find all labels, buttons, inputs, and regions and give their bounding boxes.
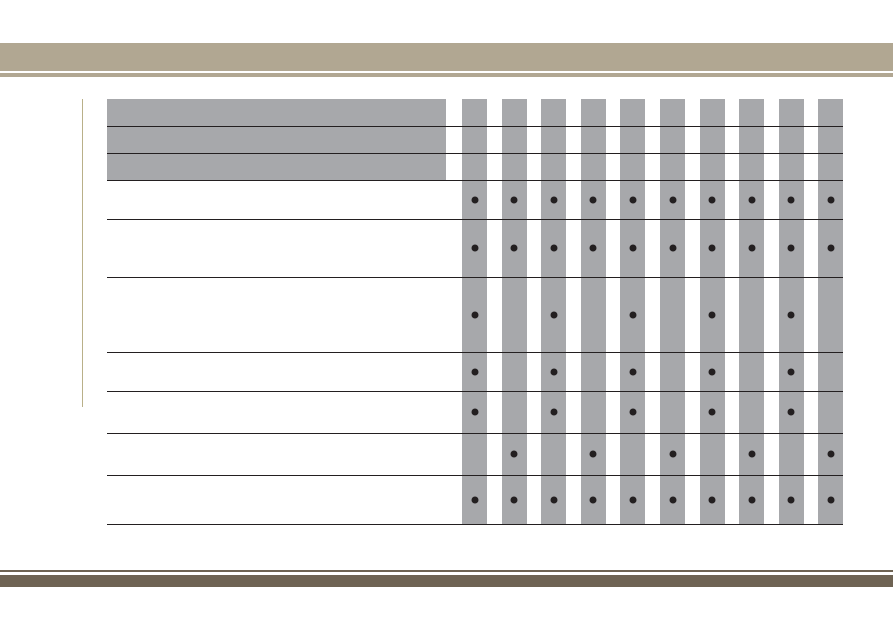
filled-dot-icon	[550, 368, 558, 375]
filled-dot-icon	[629, 408, 637, 416]
header-underline	[0, 73, 893, 77]
filled-dot-icon	[629, 368, 637, 375]
filled-dot-icon	[827, 196, 835, 203]
filled-dot-icon	[629, 496, 637, 503]
table-rule	[107, 433, 843, 434]
header-cell-1	[107, 99, 446, 126]
filled-dot-icon	[708, 408, 716, 416]
filled-dot-icon	[510, 450, 518, 458]
table-rule	[107, 180, 843, 181]
filled-dot-icon	[787, 196, 795, 203]
column-stripe-4	[580, 99, 606, 524]
filled-dot-icon	[708, 244, 716, 252]
filled-dot-icon	[748, 244, 756, 252]
filled-dot-icon	[550, 408, 558, 416]
filled-dot-icon	[787, 368, 795, 375]
filled-dot-icon	[589, 196, 597, 203]
filled-dot-icon	[510, 244, 518, 252]
filled-dot-icon	[787, 496, 795, 503]
filled-dot-icon	[669, 496, 676, 503]
filled-dot-icon	[471, 196, 478, 203]
filled-dot-icon	[827, 450, 835, 458]
filled-dot-icon	[827, 244, 835, 252]
filled-dot-icon	[589, 450, 597, 458]
filled-dot-icon	[787, 408, 795, 416]
filled-dot-icon	[708, 196, 716, 203]
filled-dot-icon	[550, 311, 558, 318]
filled-dot-icon	[629, 196, 637, 203]
table-rule	[107, 352, 843, 353]
margin-rule	[82, 99, 83, 407]
filled-dot-icon	[629, 244, 637, 252]
filled-dot-icon	[669, 450, 676, 458]
filled-dot-icon	[510, 496, 518, 503]
filled-dot-icon	[827, 496, 835, 503]
filled-dot-icon	[589, 496, 597, 503]
filled-dot-icon	[550, 496, 558, 503]
filled-dot-icon	[748, 196, 756, 203]
filled-dot-icon	[748, 496, 756, 503]
filled-dot-icon	[629, 311, 637, 318]
table-rule	[107, 277, 843, 278]
filled-dot-icon	[471, 244, 478, 252]
header-band	[0, 43, 893, 71]
footer-band	[0, 575, 893, 587]
filled-dot-icon	[748, 450, 756, 458]
filled-dot-icon	[471, 311, 478, 318]
header-cell-2	[107, 127, 446, 153]
column-stripe-10	[818, 99, 844, 524]
filled-dot-icon	[787, 311, 795, 318]
filled-dot-icon	[669, 196, 676, 203]
table-rule	[107, 126, 843, 127]
filled-dot-icon	[787, 244, 795, 252]
filled-dot-icon	[510, 196, 518, 203]
column-stripe-6	[660, 99, 685, 524]
table-rule	[107, 475, 843, 476]
column-stripe-8	[739, 99, 765, 524]
filled-dot-icon	[471, 368, 478, 375]
filled-dot-icon	[471, 496, 478, 503]
table-rule	[107, 391, 843, 392]
filled-dot-icon	[708, 496, 716, 503]
footer-line	[0, 570, 893, 572]
filled-dot-icon	[669, 244, 676, 252]
table-rule	[107, 524, 843, 525]
table-rule	[107, 219, 843, 220]
filled-dot-icon	[550, 244, 558, 252]
column-stripe-2	[501, 99, 527, 524]
filled-dot-icon	[708, 311, 716, 318]
filled-dot-icon	[471, 408, 478, 416]
filled-dot-icon	[550, 196, 558, 203]
filled-dot-icon	[589, 244, 597, 252]
table-rule	[107, 153, 843, 154]
filled-dot-icon	[708, 368, 716, 375]
header-cell-3	[107, 154, 446, 180]
